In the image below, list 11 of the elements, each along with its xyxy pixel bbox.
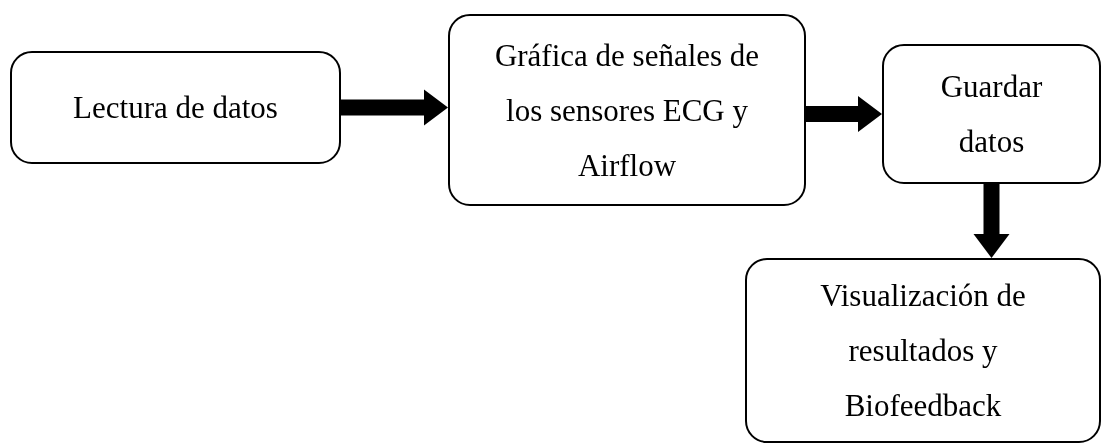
block-arrow bbox=[806, 96, 882, 132]
process-box bbox=[10, 51, 341, 164]
box-label: Lectura de datos bbox=[73, 89, 278, 127]
block-arrow bbox=[341, 89, 448, 126]
box-label: Gráfica de señales de los sensores ECG y Airflow bbox=[493, 36, 761, 185]
process-box bbox=[448, 14, 806, 206]
box-label: Guardar datos bbox=[939, 68, 1044, 161]
process-box bbox=[882, 44, 1101, 184]
box-label: Visualización de resultados y Biofeedback bbox=[819, 277, 1027, 425]
process-box bbox=[745, 258, 1101, 443]
block-arrow bbox=[973, 184, 1010, 258]
